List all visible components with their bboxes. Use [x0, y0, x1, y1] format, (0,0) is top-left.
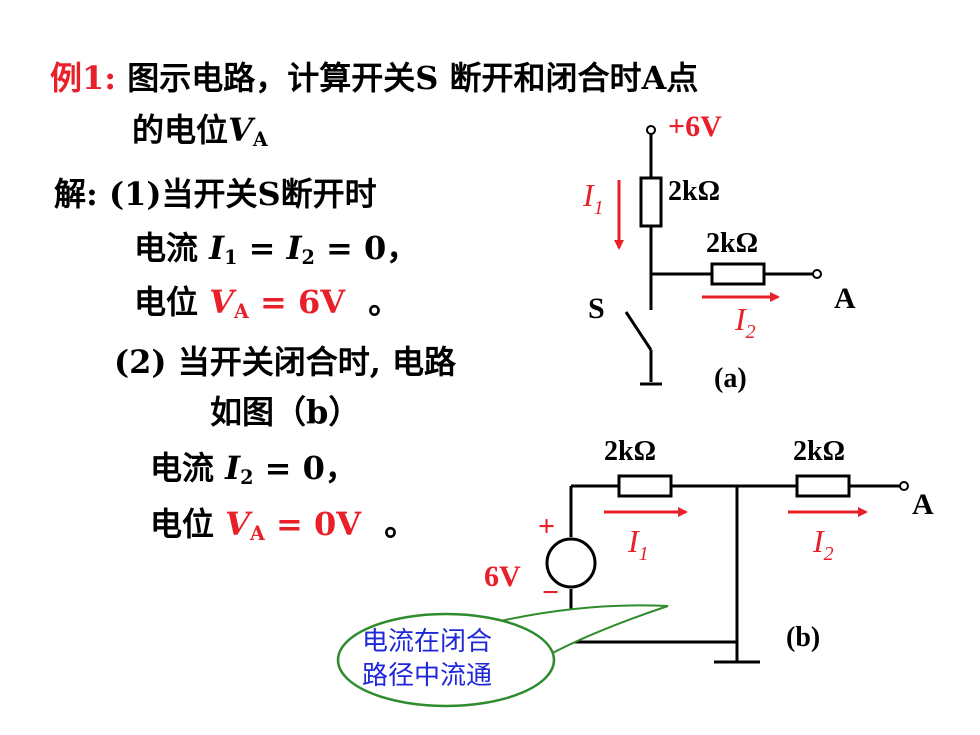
- solution-case-2-line-2: 如图（b）: [210, 396, 360, 428]
- label-b-r2: 2kΩ: [793, 436, 845, 467]
- terminal-b-a: [899, 481, 909, 491]
- terminal-supply: [646, 125, 656, 135]
- case-2-text: (2) 当开关闭合时, 电路: [114, 343, 456, 381]
- label-b-r1: 2kΩ: [604, 436, 656, 467]
- potential-line-1: 电位 VA = 6V 。: [134, 286, 400, 321]
- label-plus: +: [538, 510, 555, 543]
- label-source: 6V: [484, 560, 521, 593]
- var-i1: I: [209, 229, 225, 267]
- current-value: = 0，: [314, 229, 419, 267]
- resistor-b-r2: [795, 474, 851, 498]
- label-a-i1: I1: [582, 177, 604, 219]
- problem-line-1: 例1: 图示电路，计算开关S 断开和闭合时A点: [50, 62, 698, 94]
- label-switch: S: [588, 292, 605, 325]
- circuit-a: [624, 125, 822, 386]
- current-label: 电流: [134, 229, 199, 267]
- current-value-2: = 0，: [253, 449, 357, 487]
- resistor-b-r1: [617, 474, 673, 498]
- label-a-r2: 2kΩ: [706, 228, 758, 259]
- label-minus: −: [542, 576, 559, 609]
- label-supply: +6V: [668, 110, 722, 143]
- resistor-a-r2: [710, 262, 766, 286]
- circuit-b: [545, 474, 909, 664]
- switch-s: [624, 311, 653, 351]
- callout-text-2: 路径中流通: [362, 661, 493, 691]
- equals: =: [237, 229, 287, 267]
- var-va: V: [209, 283, 234, 321]
- label-a-r1: 2kΩ: [668, 176, 720, 207]
- var-va-2-sub: A: [249, 521, 265, 545]
- potential-label: 电位: [134, 283, 199, 321]
- var-va-sub: A: [233, 299, 249, 323]
- potential-expr: VA = 6V: [209, 283, 345, 321]
- current-label-2: 电流: [150, 449, 215, 487]
- case-1-text: (1)当开关S断开时: [108, 175, 377, 213]
- var-i2-sub: 2: [301, 245, 315, 269]
- period-2: 。: [384, 505, 417, 543]
- callout-text-1: 电流在闭合: [362, 627, 493, 657]
- label-b-i2: I2: [812, 523, 834, 565]
- problem-line-2: 的电位VA: [132, 114, 268, 149]
- current-line-1: 电流 I1 = I2 = 0，: [134, 232, 418, 267]
- label-b-node: A: [912, 488, 934, 521]
- label-a-i2: I2: [734, 301, 756, 343]
- var-i1-sub: 1: [224, 245, 238, 269]
- problem-text-2: 的电位: [132, 111, 229, 149]
- caption-b: (b): [786, 622, 820, 653]
- var-i2b: I: [225, 449, 241, 487]
- terminal-a: [812, 269, 822, 279]
- resistor-a-r1: [639, 176, 663, 228]
- potential-value: = 6V: [248, 283, 346, 321]
- current-line-2: 电流 I2 = 0，: [150, 452, 357, 487]
- problem-text: 图示电路，计算开关S 断开和闭合时A点: [127, 59, 699, 97]
- potential-line-2: 电位 VA = 0V 。: [150, 508, 416, 543]
- period: 。: [368, 283, 401, 321]
- solution-label: 解:: [54, 175, 98, 213]
- solution-case-1: 解: (1)当开关S断开时: [54, 178, 377, 210]
- solution-case-2: (2) 当开关闭合时, 电路: [114, 346, 456, 378]
- var-i2b-sub: 2: [240, 465, 254, 489]
- callout-bubble: [336, 612, 556, 708]
- voltage-source: [545, 537, 597, 589]
- potential-expr-2: VA = 0V: [225, 505, 361, 543]
- caption-a: (a): [714, 363, 747, 394]
- case-2-text-2: 如图（b）: [210, 393, 361, 431]
- var-i2: I: [286, 229, 302, 267]
- label-a-node: A: [834, 282, 856, 315]
- example-label: 例1:: [50, 59, 117, 97]
- var-sub: A: [252, 127, 268, 151]
- potential-label-2: 电位: [150, 505, 215, 543]
- var-va-2: V: [225, 505, 250, 543]
- var-v: V: [228, 111, 253, 149]
- potential-value-2: = 0V: [264, 505, 362, 543]
- label-b-i1: I1: [627, 523, 649, 565]
